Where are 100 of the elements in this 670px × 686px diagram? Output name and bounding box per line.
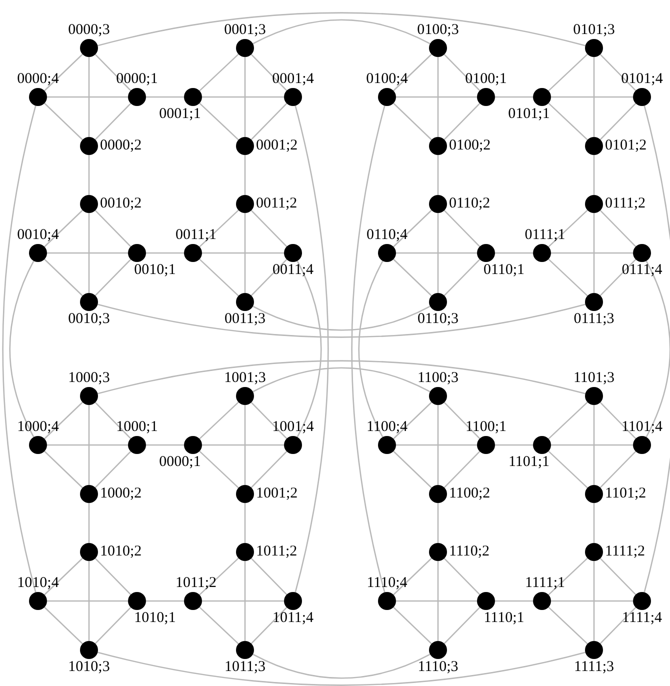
connector-line <box>444 558 480 596</box>
connector-line <box>393 258 432 296</box>
connector-line <box>600 402 636 440</box>
vertex-label: 0001;4 <box>272 72 314 87</box>
connector-line <box>199 402 239 440</box>
vertex-label: 1101;2 <box>605 486 646 502</box>
vertex-label: 1001;2 <box>256 486 298 502</box>
vertex-label: 1011;4 <box>272 611 314 626</box>
connector-line <box>593 213 595 293</box>
connector-line <box>9 260 34 438</box>
vertex-label: 0011;3 <box>224 312 266 327</box>
connector-line <box>437 503 439 543</box>
vertex-label: 1011;2 <box>175 576 217 591</box>
connector-line <box>250 606 288 644</box>
vertex-label: 0011;4 <box>272 263 314 278</box>
connector-line <box>396 600 477 602</box>
connector-line <box>44 210 83 248</box>
vertex-label: 1100;4 <box>366 420 408 435</box>
connector-line <box>551 96 633 98</box>
connector-line <box>244 405 246 485</box>
vertex-label: 0111;1 <box>524 228 566 243</box>
connector-line <box>393 558 432 596</box>
connector-line <box>44 606 83 644</box>
connector-line <box>444 54 480 92</box>
connector-line <box>146 96 184 98</box>
connector-line <box>495 600 533 602</box>
connector-line <box>250 54 288 92</box>
connector-line <box>199 210 239 248</box>
connector-line <box>495 96 533 98</box>
connector-line <box>202 444 284 446</box>
connector-line <box>146 600 184 602</box>
connector-line <box>593 561 595 641</box>
vertex-label: 1110;1 <box>484 611 524 626</box>
connector-line <box>393 402 432 440</box>
connector-line <box>437 405 439 485</box>
connector-line <box>250 102 288 140</box>
connector-line <box>393 210 432 248</box>
connector-line <box>551 600 633 602</box>
connector-line <box>146 252 184 254</box>
vertex-label: 0010;1 <box>134 263 176 278</box>
connector-line <box>252 367 430 392</box>
connector-line <box>393 606 432 644</box>
vertex-label: 0110;3 <box>417 312 459 327</box>
vertex-label: 0001;2 <box>256 138 298 154</box>
connector-line <box>202 96 284 98</box>
vertex-label: 1101;1 <box>508 455 550 470</box>
vertex-label: 1010;4 <box>17 576 59 591</box>
connector-line <box>250 450 288 488</box>
connector-line <box>252 19 430 44</box>
connector-line <box>47 96 128 98</box>
vertex-label: 1111;3 <box>574 660 614 675</box>
vertex-label: 0000;4 <box>17 72 59 87</box>
connector-line <box>393 102 432 140</box>
vertex-label: 0110;4 <box>366 228 408 243</box>
vertex-label: 1110;3 <box>418 660 458 675</box>
vertex-label: 0010;3 <box>68 312 110 327</box>
connector-line <box>94 402 132 440</box>
connector-line <box>98 304 586 338</box>
connector-line <box>250 402 288 440</box>
vertex-label: 0100;1 <box>465 72 507 87</box>
connector-line <box>437 155 439 195</box>
vertex-label: 1110;4 <box>366 576 408 591</box>
vertex-label: 0001;1 <box>159 107 201 122</box>
connector-line <box>44 102 83 140</box>
vertex-label: 1011;2 <box>256 544 298 560</box>
connector-line <box>600 258 636 296</box>
connector-line <box>396 444 477 446</box>
vertex-label: 1110;2 <box>449 544 490 560</box>
vertex-label: 0000;3 <box>68 23 110 38</box>
connector-line <box>593 57 595 137</box>
connector-line <box>94 258 132 296</box>
connector-line <box>437 57 439 137</box>
connector-line <box>396 252 477 254</box>
connector-line <box>444 402 480 440</box>
vertex-label: 0111;4 <box>622 263 662 278</box>
connector-line <box>98 360 586 394</box>
connector-line <box>244 57 246 137</box>
vertex-label: 1100;2 <box>449 486 490 502</box>
connector-line <box>548 258 588 296</box>
connector-line <box>600 450 636 488</box>
connector-line <box>495 444 533 446</box>
connector-line <box>199 606 239 644</box>
connector-line <box>199 102 239 140</box>
connector-line <box>44 54 83 92</box>
connector-line <box>202 600 284 602</box>
connector-line <box>94 558 132 596</box>
connector-line <box>444 102 480 140</box>
vertex-label: 0101;2 <box>605 138 647 154</box>
vertex-label: 0010;4 <box>17 228 59 243</box>
vertex-label: 0100;3 <box>417 23 459 38</box>
vertex-label: 0100;4 <box>366 72 408 87</box>
connector-line <box>2 106 36 592</box>
connector-line <box>600 54 636 92</box>
vertex-label: 1000;4 <box>17 420 59 435</box>
connector-line <box>593 405 595 485</box>
connector-line <box>199 558 239 596</box>
connector-line <box>244 561 246 641</box>
connector-line <box>437 561 439 641</box>
connector-line <box>294 106 329 592</box>
connector-line <box>444 210 480 248</box>
